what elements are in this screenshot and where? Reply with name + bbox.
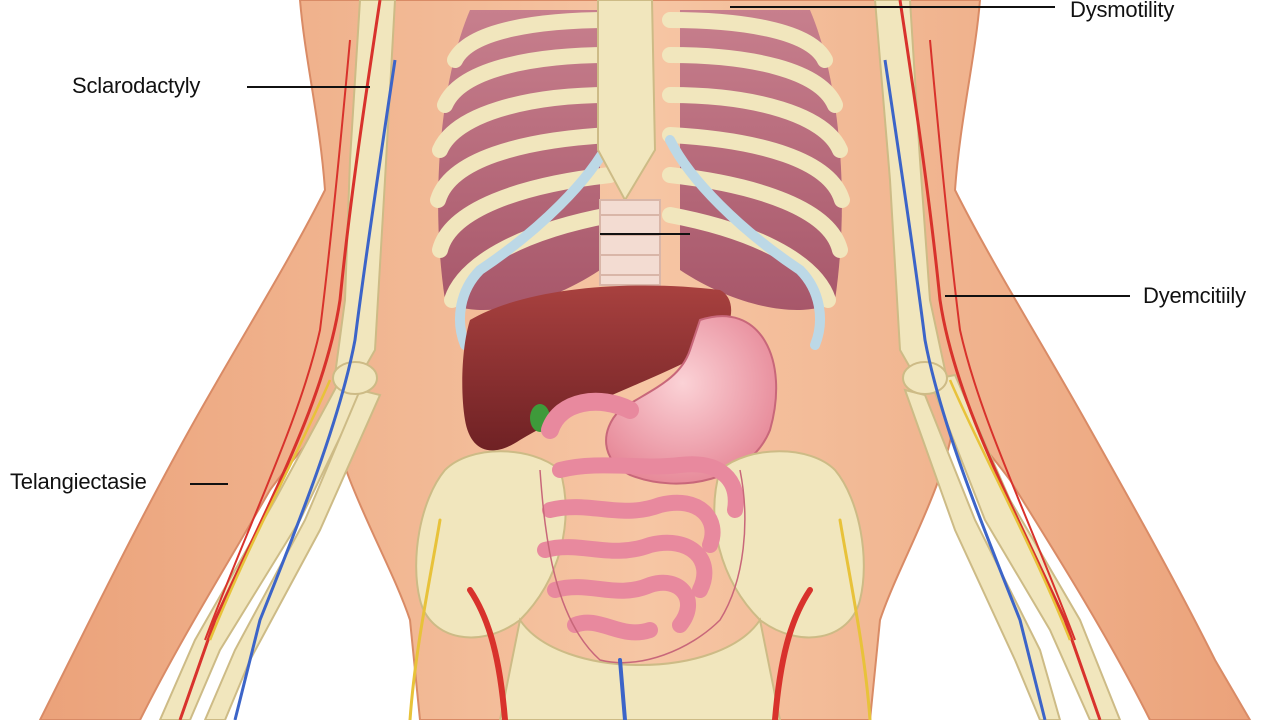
leader-lines [190, 6, 1130, 485]
small-intestine [537, 456, 744, 641]
label-dyemcitiily: Dyemcitiily [1143, 283, 1246, 308]
stomach [541, 315, 778, 485]
pelvis [415, 450, 865, 720]
sternum [597, 0, 661, 286]
label-dysmotility: Dysmotility [1070, 0, 1175, 22]
label-sclarodactyly: Sclarodactyly [72, 73, 201, 98]
arm-vessels [178, 0, 1102, 720]
pelvic-vessels [408, 518, 872, 720]
label-telangiectasie: Telangiectasie [10, 469, 147, 494]
rib-cage [430, 12, 850, 350]
intestine-outline [539, 469, 746, 664]
